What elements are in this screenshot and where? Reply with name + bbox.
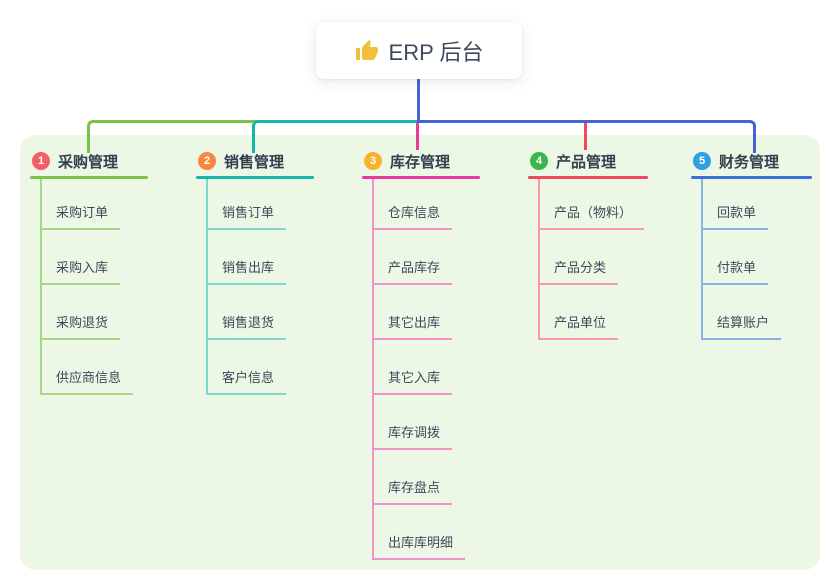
child-node[interactable]: 库存盘点 — [362, 454, 480, 509]
branch-number-badge: 2 — [198, 152, 216, 170]
child-node[interactable]: 供应商信息 — [30, 344, 148, 399]
child-node-label: 产品分类 — [538, 260, 619, 285]
children-connector-line — [40, 179, 42, 395]
root-node-label: ERP 后台 — [388, 39, 484, 65]
child-node[interactable]: 销售订单 — [196, 179, 314, 234]
child-node[interactable]: 产品（物料） — [528, 179, 648, 234]
children-connector-line — [538, 179, 540, 340]
branch-children: 采购订单 采购入库 采购退货 供应商信息 — [30, 179, 148, 399]
child-node[interactable]: 其它入库 — [362, 344, 480, 399]
mindmap-panel — [20, 135, 820, 570]
branch-underline — [362, 176, 480, 179]
child-node-label: 产品单位 — [538, 315, 619, 340]
child-node-label: 销售出库 — [206, 260, 287, 285]
child-node-label: 采购退货 — [40, 315, 121, 340]
branch-label: 销售管理 — [224, 153, 285, 171]
child-node-label: 产品库存 — [372, 260, 453, 285]
branch-number-badge: 5 — [693, 152, 711, 170]
branch-product: 4 产品管理 产品（物料） 产品分类 产品单位 — [528, 148, 648, 344]
child-node[interactable]: 结算账户 — [691, 289, 812, 344]
child-node[interactable]: 回款单 — [691, 179, 812, 234]
branch-label: 采购管理 — [58, 153, 119, 171]
child-node-label: 其它入库 — [372, 370, 453, 395]
children-connector-line — [701, 179, 703, 340]
child-node[interactable]: 出库库明细 — [362, 509, 480, 564]
child-node[interactable]: 销售退货 — [196, 289, 314, 344]
branch-children: 销售订单 销售出库 销售退货 客户信息 — [196, 179, 314, 399]
branch-finance: 5 财务管理 回款单 付款单 结算账户 — [691, 148, 812, 344]
child-node-label: 销售订单 — [206, 205, 287, 230]
child-node-label: 客户信息 — [206, 370, 287, 395]
branch-sales: 2 销售管理 销售订单 销售出库 销售退货 客户信息 — [196, 148, 314, 399]
branch-underline — [30, 176, 148, 179]
child-node[interactable]: 销售出库 — [196, 234, 314, 289]
branch-children: 仓库信息 产品库存 其它出库 其它入库 库存调拨 库存盘点 出库库明细 — [362, 179, 480, 564]
root-connector-line — [417, 79, 420, 122]
child-node-label: 库存调拨 — [372, 425, 453, 450]
branch-underline — [528, 176, 648, 179]
branch-number-badge: 3 — [364, 152, 382, 170]
connector-branch4-line — [584, 123, 587, 150]
child-node-label: 采购订单 — [40, 205, 121, 230]
branch-children: 回款单 付款单 结算账户 — [691, 179, 812, 344]
child-node-label: 销售退货 — [206, 315, 287, 340]
child-node[interactable]: 客户信息 — [196, 344, 314, 399]
child-node-label: 结算账户 — [701, 315, 782, 340]
child-node-label: 其它出库 — [372, 315, 453, 340]
child-node[interactable]: 付款单 — [691, 234, 812, 289]
branch-inventory: 3 库存管理 仓库信息 产品库存 其它出库 其它入库 库存调拨 库存盘点 出库库… — [362, 148, 480, 564]
branch-children: 产品（物料） 产品分类 产品单位 — [528, 179, 648, 344]
child-node-label: 库存盘点 — [372, 480, 453, 505]
child-node-label: 采购入库 — [40, 260, 121, 285]
child-node[interactable]: 产品单位 — [528, 289, 648, 344]
branch-label: 财务管理 — [719, 153, 780, 171]
branch-number-badge: 4 — [530, 152, 548, 170]
children-connector-line — [206, 179, 208, 395]
child-node[interactable]: 其它出库 — [362, 289, 480, 344]
connector-branch3-line — [416, 123, 419, 150]
branch-sales-header[interactable]: 2 销售管理 — [196, 148, 314, 174]
connector-branch5-line — [417, 120, 756, 153]
branch-underline — [196, 176, 314, 179]
child-node[interactable]: 产品分类 — [528, 234, 648, 289]
branch-purchase: 1 采购管理 采购订单 采购入库 采购退货 供应商信息 — [30, 148, 148, 399]
branch-number-badge: 1 — [32, 152, 50, 170]
root-node[interactable]: ERP 后台 — [316, 22, 522, 79]
connector-branch1-line — [87, 120, 257, 153]
branch-product-header[interactable]: 4 产品管理 — [528, 148, 648, 174]
children-connector-line — [372, 179, 374, 560]
thumbs-up-icon — [355, 39, 378, 60]
child-node-label: 仓库信息 — [372, 205, 453, 230]
child-node[interactable]: 采购退货 — [30, 289, 148, 344]
child-node[interactable]: 采购入库 — [30, 234, 148, 289]
child-node-label: 产品（物料） — [538, 205, 645, 230]
child-node[interactable]: 产品库存 — [362, 234, 480, 289]
branch-purchase-header[interactable]: 1 采购管理 — [30, 148, 148, 174]
branch-label: 库存管理 — [390, 153, 451, 171]
child-node[interactable]: 库存调拨 — [362, 399, 480, 454]
child-node[interactable]: 仓库信息 — [362, 179, 480, 234]
branch-inventory-header[interactable]: 3 库存管理 — [362, 148, 480, 174]
connector-branch2-line — [252, 120, 421, 153]
child-node-label: 供应商信息 — [40, 370, 134, 395]
child-node-label: 出库库明细 — [372, 535, 466, 560]
branch-finance-header[interactable]: 5 财务管理 — [691, 148, 812, 174]
branch-underline — [691, 176, 812, 179]
child-node-label: 回款单 — [701, 205, 769, 230]
child-node-label: 付款单 — [701, 260, 769, 285]
branch-label: 产品管理 — [556, 153, 617, 171]
child-node[interactable]: 采购订单 — [30, 179, 148, 234]
